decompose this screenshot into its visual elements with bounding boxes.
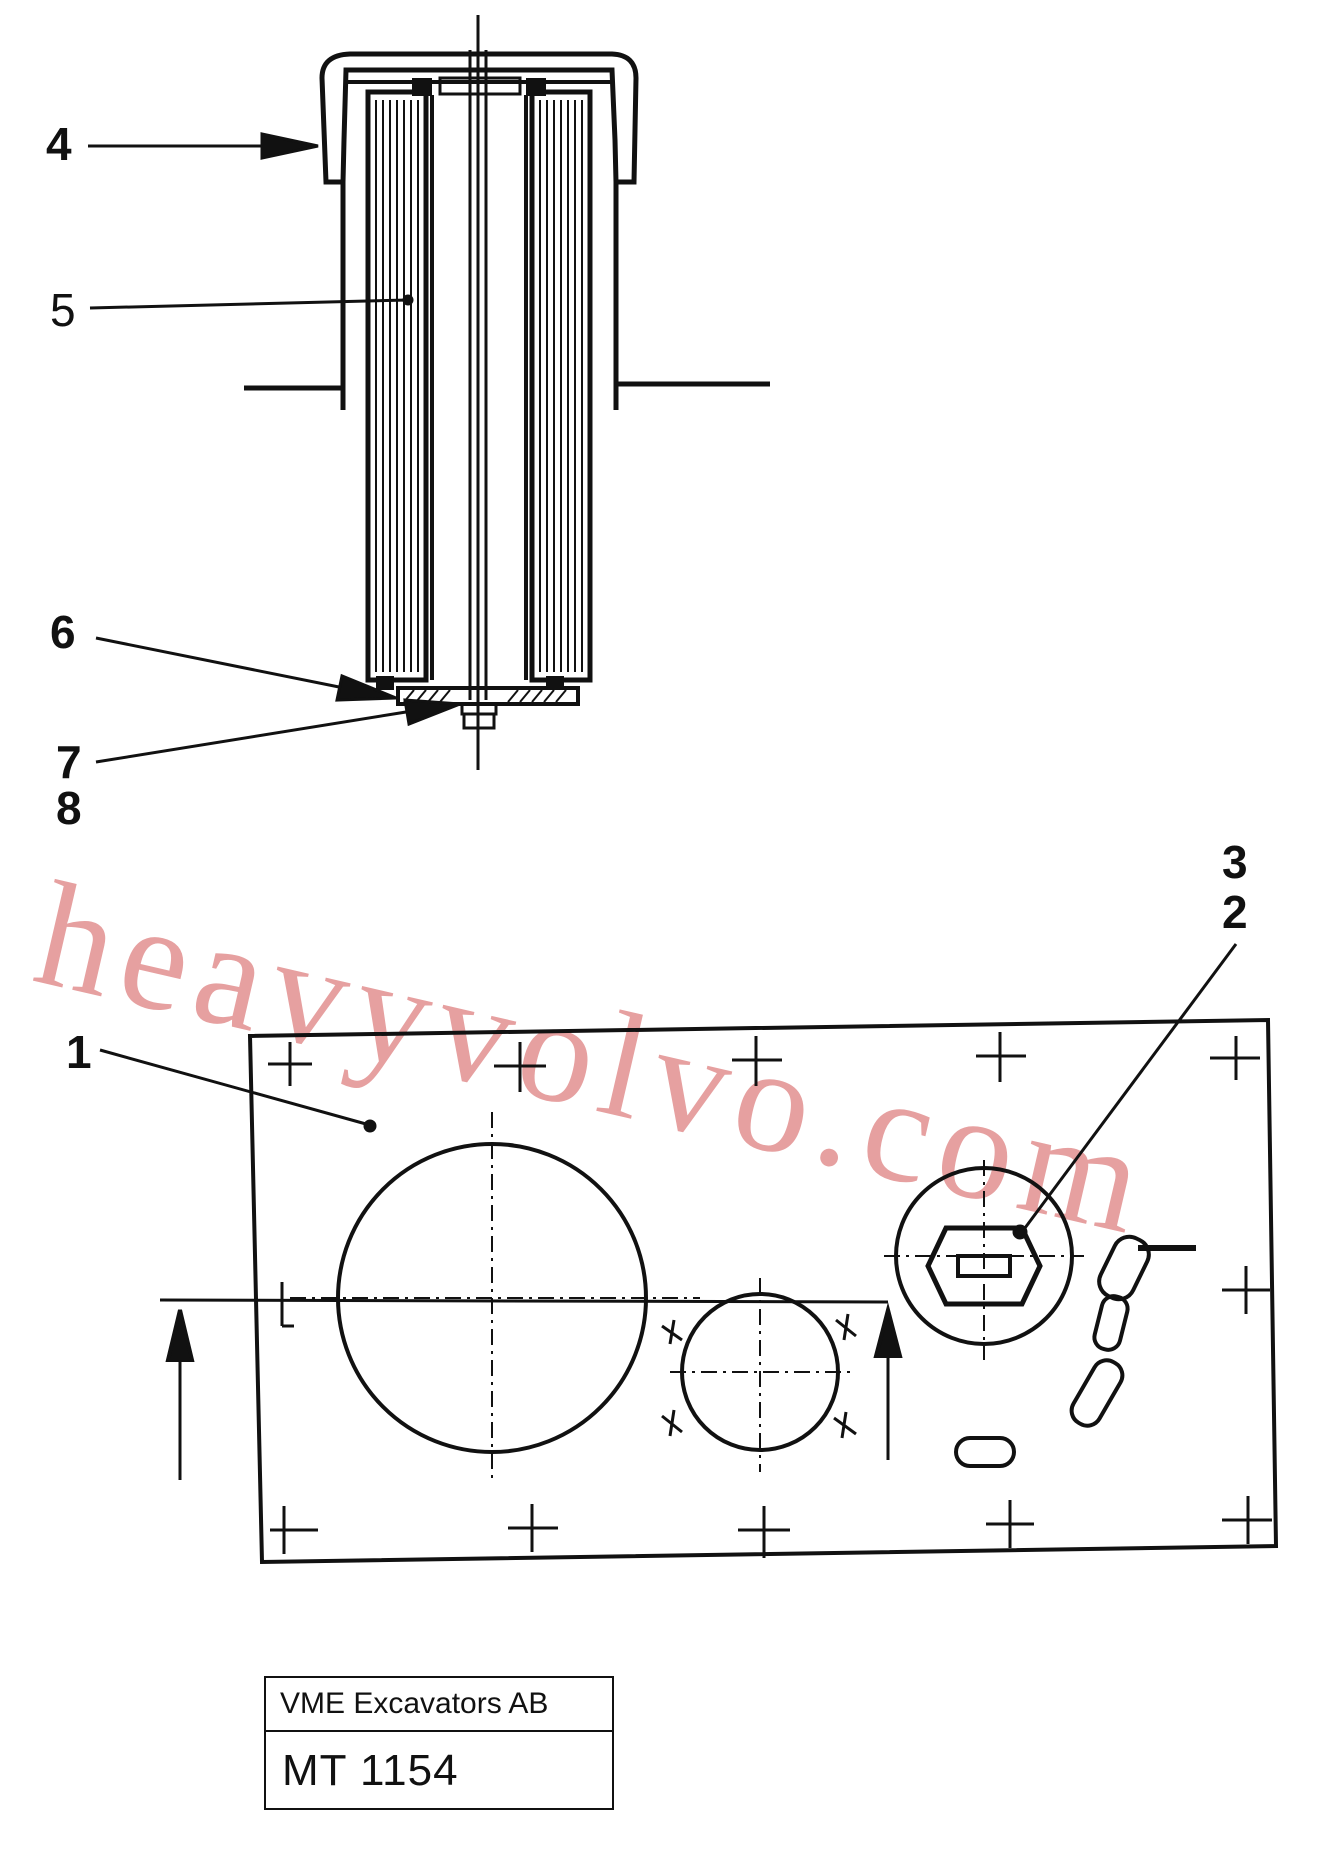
top-leaders (88, 132, 461, 764)
filter-pleats-right (539, 100, 583, 672)
watermark-text: heavyvolvo.com (23, 850, 1167, 1267)
callout-4: 4 (46, 118, 72, 170)
callout-5: 5 (50, 284, 76, 336)
callout-6: 6 (50, 606, 76, 658)
callout-3: 3 (1222, 836, 1248, 888)
title-block: VME Excavators AB MT 1154 (264, 1676, 614, 1810)
bottom-leaders (99, 943, 1238, 1240)
callout-2: 2 (1222, 886, 1248, 938)
filter-pleats-left (375, 100, 419, 672)
filter-assembly (244, 15, 770, 770)
callout-8: 8 (56, 782, 82, 834)
chain (954, 1234, 1196, 1468)
company-name: VME Excavators AB (266, 1678, 612, 1732)
drawing-number: MT 1154 (282, 1746, 459, 1795)
callout-7: 7 (56, 736, 82, 788)
center-lines (290, 1112, 1084, 1480)
cross-marks (268, 1032, 1272, 1558)
callout-1: 1 (66, 1026, 92, 1078)
